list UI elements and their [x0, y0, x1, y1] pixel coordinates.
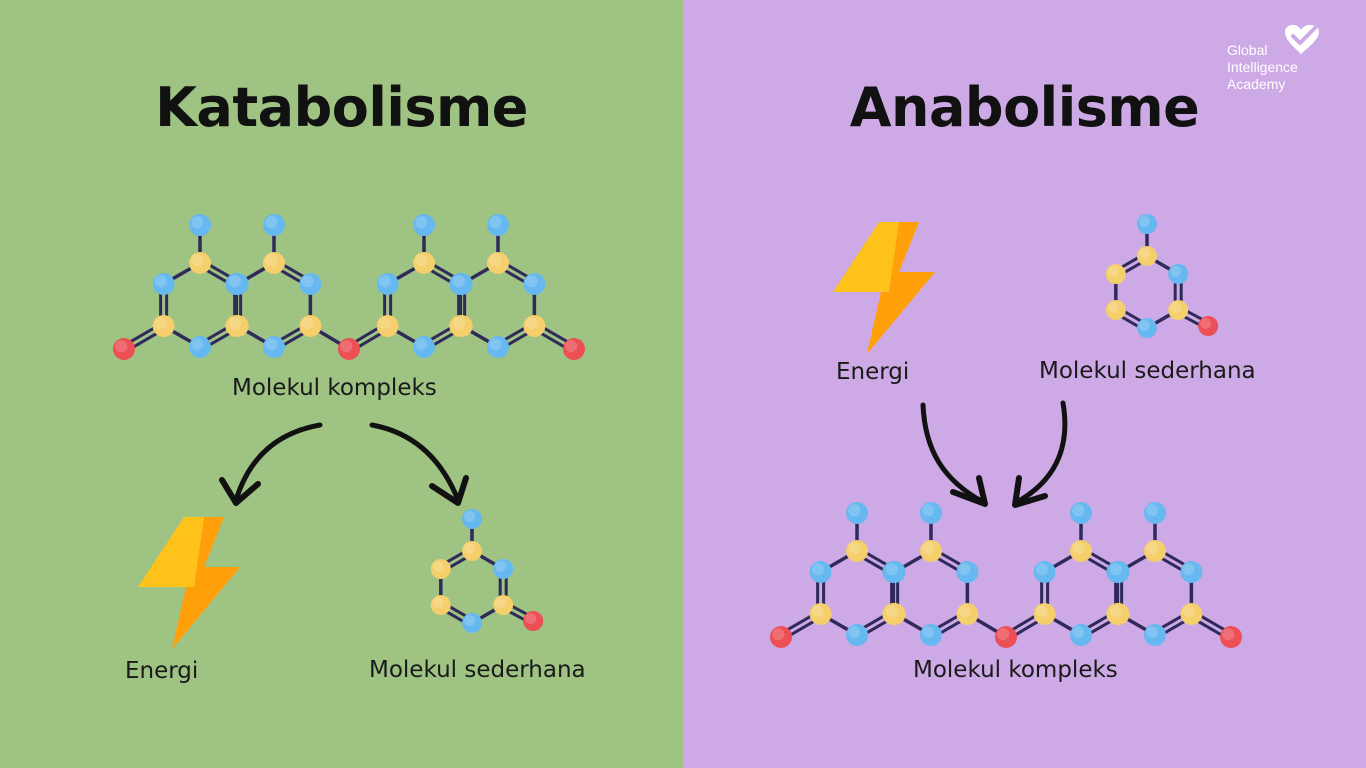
right-simple-label: Molekul sederhana: [1039, 358, 1256, 384]
logo-line-1: Global: [1227, 42, 1268, 58]
logo-line-3: Academy: [1227, 76, 1286, 92]
lightning-icon: [138, 517, 240, 649]
left-complex-label: Molekul kompleks: [232, 375, 437, 401]
catabolism-panel: Katabolisme Molekul kompleks Energi Mole…: [0, 0, 683, 768]
logo-line-2: Intelligence: [1227, 59, 1298, 75]
arrow-from-simple-icon: [1012, 400, 1068, 508]
arrow-from-energy-icon: [920, 402, 988, 507]
anabolism-title: Anabolisme: [849, 76, 1200, 139]
right-complex-label: Molekul kompleks: [913, 657, 1118, 683]
simple-molecule-icon: [1105, 214, 1219, 338]
arrow-to-simple-icon: [369, 422, 469, 506]
logo-text: Global Intelligence Academy: [1227, 42, 1298, 93]
complex-molecule-icon: [770, 502, 1242, 648]
catabolism-title: Katabolisme: [155, 76, 528, 139]
left-simple-label: Molekul sederhana: [369, 657, 586, 683]
simple-molecule-icon: [430, 509, 544, 633]
heart-check-icon: [1285, 24, 1319, 54]
left-energy-label: Energi: [125, 658, 199, 684]
anabolism-panel: Anabolisme Energi Molekul sederhana Mole…: [683, 0, 1366, 768]
complex-molecule-icon: [113, 214, 585, 360]
right-energy-label: Energi: [836, 359, 910, 385]
arrow-to-energy-icon: [219, 422, 323, 506]
lightning-icon: [833, 222, 935, 354]
